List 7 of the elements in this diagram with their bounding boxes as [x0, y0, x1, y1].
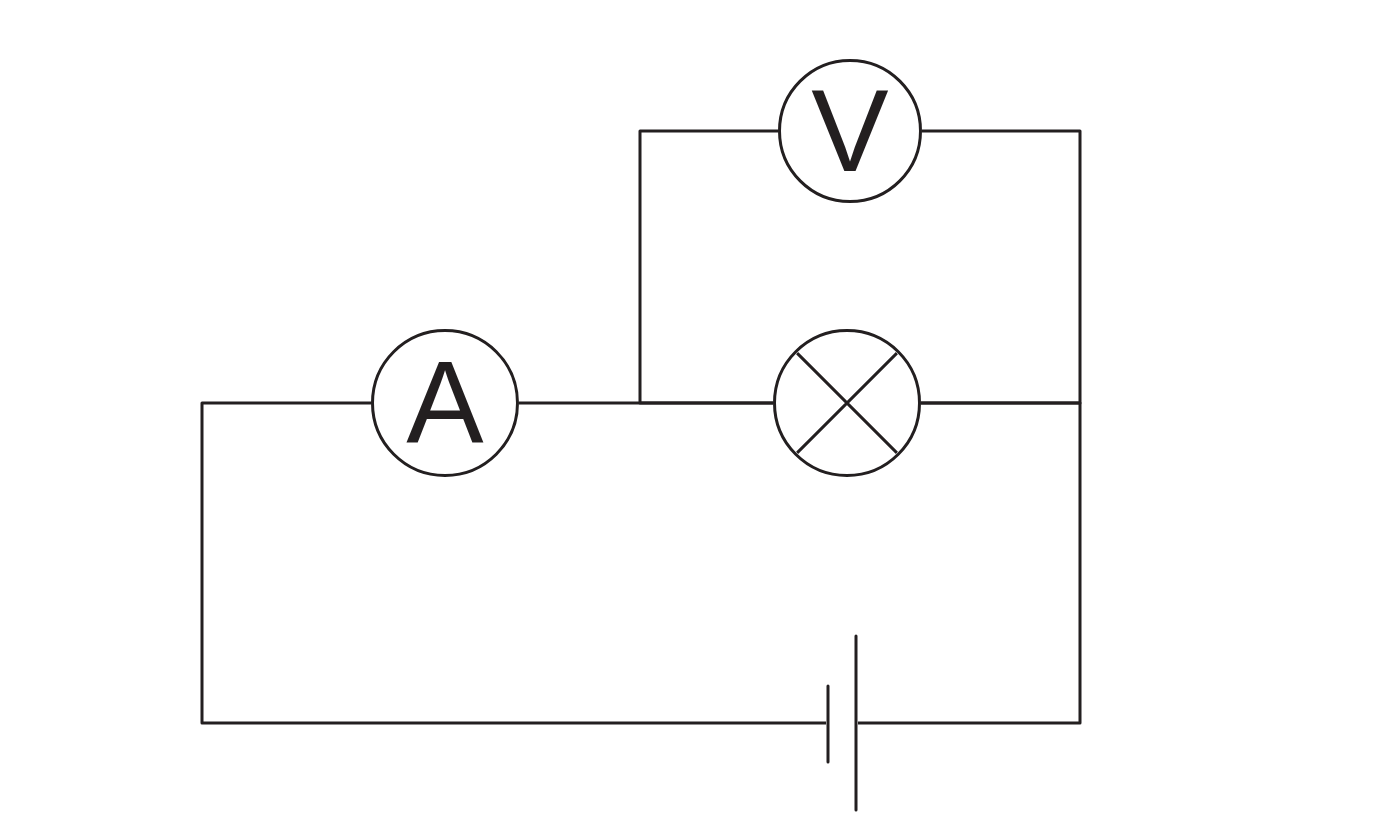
meter-letter: A	[406, 345, 484, 461]
wire	[858, 401, 1082, 725]
battery-symbol	[826, 634, 858, 812]
wire	[921, 129, 1082, 405]
wire	[200, 401, 826, 725]
wire	[638, 129, 778, 405]
meter-letter: V	[811, 73, 889, 189]
